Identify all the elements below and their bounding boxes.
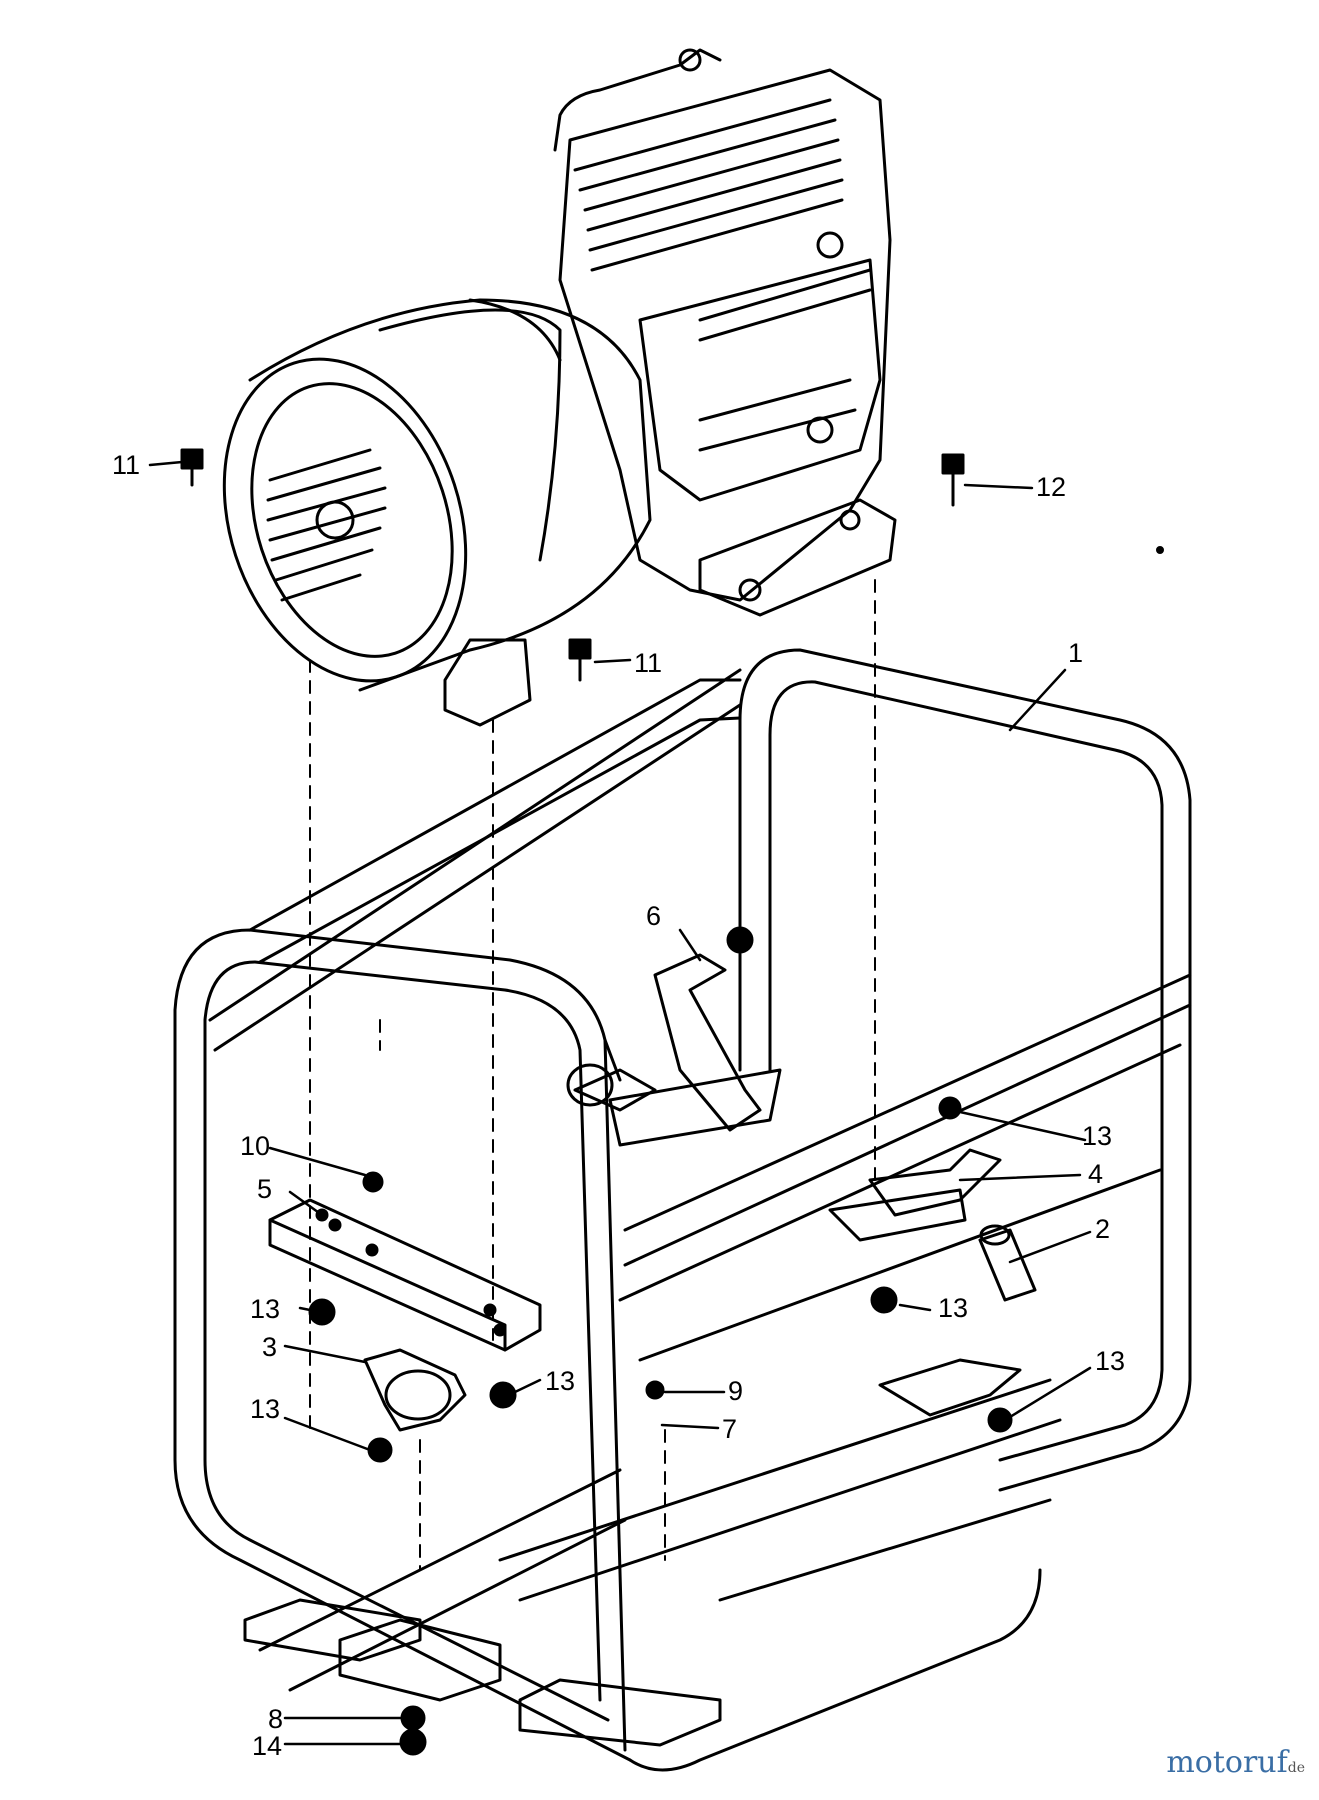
bolt-11-right [568,638,592,682]
callout-9: 9 [728,1376,743,1406]
callout-8: 8 [268,1704,283,1734]
callout-13-bottom-right: 13 [1095,1346,1125,1376]
callout-14: 14 [252,1731,282,1761]
watermark-tld: de [1287,1760,1305,1776]
callout-12: 12 [1036,472,1066,502]
bolt-11-left [180,448,204,487]
callout-4: 4 [1088,1159,1103,1189]
isolator-part-2 [978,1224,1037,1302]
hardware [308,926,1013,1756]
callout-11-left: 11 [112,450,140,480]
lower-bracket-right [878,1358,1022,1417]
callout-13-center: 13 [545,1366,575,1396]
callout-13-left-lower: 13 [250,1394,280,1424]
frame-part-1 [173,648,1192,1772]
mount-part-4 [828,1148,1002,1242]
mount-plate-part-5 [268,1198,542,1352]
watermark-brand: motoruf [1166,1745,1288,1780]
callout-6: 6 [646,901,661,931]
bolt-12 [941,453,965,507]
callout-5: 5 [257,1174,272,1204]
callout-labels: 1 2 3 4 5 6 7 8 9 10 11 11 12 13 13 13 1… [112,450,1125,1761]
callout-11-right: 11 [634,648,662,678]
callout-13-left-upper: 13 [250,1294,280,1324]
callout-13-right-mid: 13 [938,1293,968,1323]
leader-lines [148,460,1092,1746]
callout-10: 10 [240,1131,270,1161]
callout-3: 3 [262,1332,277,1362]
callout-2: 2 [1095,1214,1110,1244]
watermark-logo: motorufde [1166,1745,1305,1780]
engine-generator-assembly [222,48,897,727]
bracket-part-6 [566,953,782,1147]
base-pads [243,1598,722,1747]
mount-part-3 [363,1348,467,1432]
callout-7: 7 [722,1414,737,1444]
assembly-lines [309,579,876,1571]
callout-13-top-right: 13 [1082,1121,1112,1151]
callout-1: 1 [1068,638,1083,668]
